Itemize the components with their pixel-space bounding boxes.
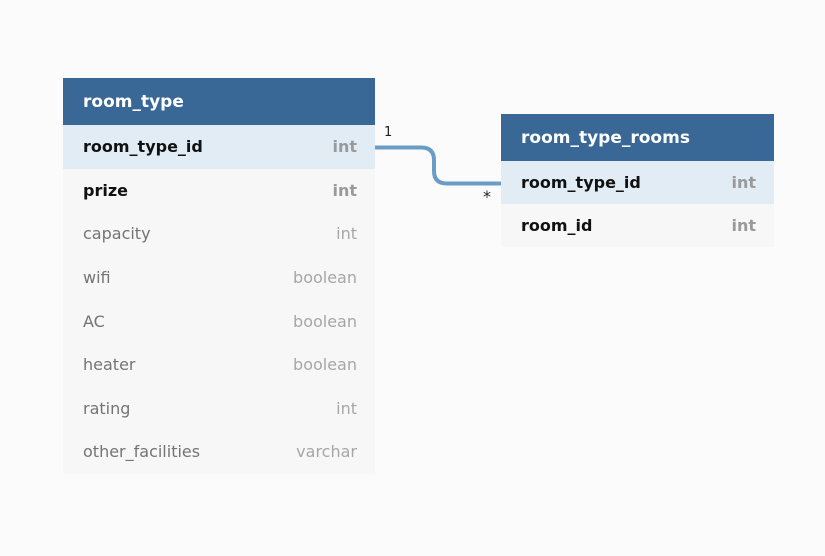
field-row[interactable]: capacity int: [63, 212, 375, 256]
field-row[interactable]: rating int: [63, 387, 375, 431]
cardinality-many-label: *: [483, 187, 491, 206]
field-name: other_facilities: [83, 442, 201, 462]
field-type: int: [336, 398, 357, 418]
field-row[interactable]: room_type_id int: [63, 125, 375, 169]
field-name: heater: [83, 355, 136, 375]
field-row[interactable]: prize int: [63, 169, 375, 213]
field-name: prize: [83, 180, 128, 200]
field-type: int: [731, 173, 756, 192]
field-name: room_type_id: [521, 173, 641, 192]
field-name: room_id: [521, 216, 593, 235]
table-header[interactable]: room_type_rooms: [501, 114, 774, 161]
table-room-type[interactable]: room_type room_type_id int prize int cap…: [63, 78, 375, 474]
field-type: int: [332, 180, 357, 200]
field-row[interactable]: room_type_id int: [501, 161, 774, 204]
cardinality-one-label: 1: [384, 125, 393, 140]
field-type: boolean: [293, 311, 357, 331]
field-name: wifi: [83, 268, 111, 288]
field-name: AC: [83, 311, 105, 331]
table-header[interactable]: room_type: [63, 78, 375, 125]
field-type: int: [731, 216, 756, 235]
field-name: capacity: [83, 224, 151, 244]
field-type: boolean: [293, 355, 357, 375]
field-row[interactable]: heater boolean: [63, 343, 375, 387]
field-type: int: [332, 137, 357, 157]
field-row[interactable]: room_id int: [501, 204, 774, 247]
relationship-line[interactable]: [375, 145, 501, 186]
field-row[interactable]: wifi boolean: [63, 256, 375, 300]
field-type: varchar: [296, 442, 357, 462]
field-row[interactable]: other_facilities varchar: [63, 430, 375, 474]
field-name: rating: [83, 398, 131, 418]
field-name: room_type_id: [83, 137, 203, 157]
field-type: int: [336, 224, 357, 244]
field-row[interactable]: AC boolean: [63, 299, 375, 343]
field-type: boolean: [293, 268, 357, 288]
table-room-type-rooms[interactable]: room_type_rooms room_type_id int room_id…: [501, 114, 774, 247]
